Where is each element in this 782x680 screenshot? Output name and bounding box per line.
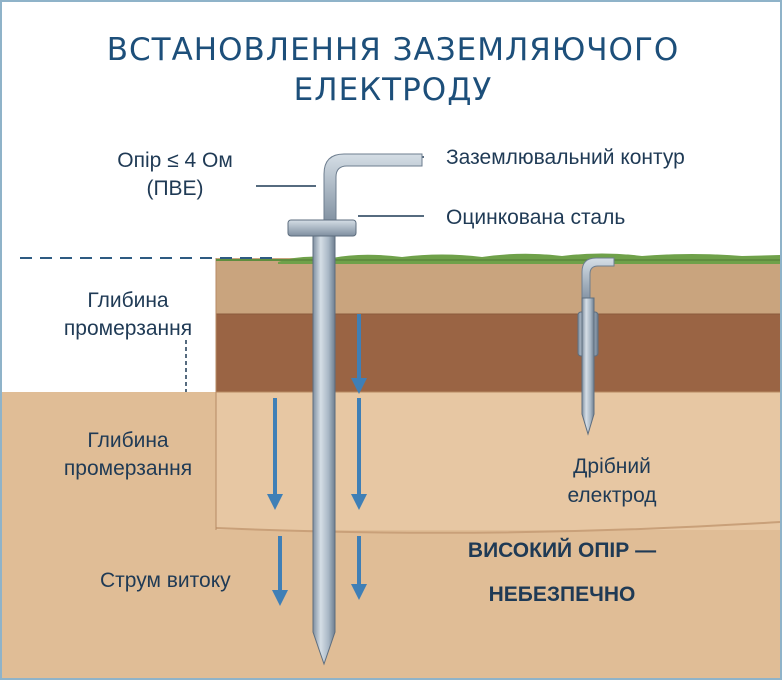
grounding-loop-label: Заземлювальний контур bbox=[446, 146, 685, 169]
deep-soil-edge bbox=[215, 521, 780, 534]
freeze-depth-label-1-line-1: Глибина bbox=[87, 289, 169, 312]
high-resistance-warning-line-1: ВИСОКИЙ ОПІР — bbox=[467, 539, 657, 562]
deep-soil-layer bbox=[216, 392, 780, 530]
galvanized-steel-label: Оцинкована сталь bbox=[446, 206, 626, 229]
freeze-depth-label-2-line-2: промерзання bbox=[63, 457, 193, 480]
diagram-title-line-1: ВСТАНОВЛЕННЯ ЗАЗЕМЛЯЮЧОГО bbox=[106, 32, 680, 68]
diagram-title-line-2: ЕЛЕКТРОДУ bbox=[293, 72, 493, 108]
small-electrode-label-line-1: Дрібний bbox=[573, 455, 651, 478]
clay-layer bbox=[216, 314, 780, 394]
high-resistance-warning-line-2: НЕБЕЗПЕЧНО bbox=[488, 583, 636, 606]
freeze-depth-label-1-line-2: промерзання bbox=[63, 317, 193, 340]
ground-layers bbox=[2, 258, 780, 678]
main-electrode-rod bbox=[312, 235, 336, 666]
small-electrode-hook bbox=[581, 257, 615, 303]
small-electrode-label-line-2: електрод bbox=[567, 484, 657, 507]
leakage-arrows bbox=[267, 314, 367, 606]
resistance-label-line-1: Опір ≤ 4 Ом bbox=[117, 149, 233, 172]
main-electrode-hook bbox=[323, 153, 423, 225]
resistance-label-line-2: (ПВЕ) bbox=[146, 177, 204, 200]
leakage-current-label: Струм витоку bbox=[100, 569, 231, 592]
main-electrode-clamp bbox=[287, 219, 357, 237]
freeze-depth-label-2-line-1: Глибина bbox=[87, 429, 169, 452]
grass-strip bbox=[278, 253, 780, 264]
topsoil-layer bbox=[216, 258, 780, 316]
small-electrode-rod bbox=[581, 297, 595, 436]
